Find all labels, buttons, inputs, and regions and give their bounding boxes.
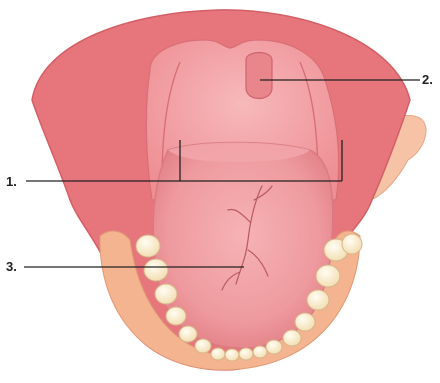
uvula — [246, 53, 272, 99]
tooth — [136, 235, 160, 257]
tooth — [316, 265, 340, 287]
tooth — [342, 234, 362, 254]
tooth — [195, 339, 211, 353]
label-2: 2. — [422, 73, 433, 86]
tooth — [144, 259, 168, 281]
tooth — [166, 307, 186, 325]
tooth — [253, 346, 267, 358]
tooth — [283, 330, 301, 346]
label-1: 1. — [6, 175, 17, 188]
label-3: 3. — [6, 260, 17, 273]
tooth — [266, 340, 282, 354]
tooth — [179, 326, 197, 342]
tooth — [307, 290, 329, 310]
tooth — [225, 349, 239, 361]
tooth — [211, 348, 225, 360]
tooth — [155, 284, 177, 304]
tooth — [295, 313, 315, 331]
tooth — [239, 348, 253, 360]
